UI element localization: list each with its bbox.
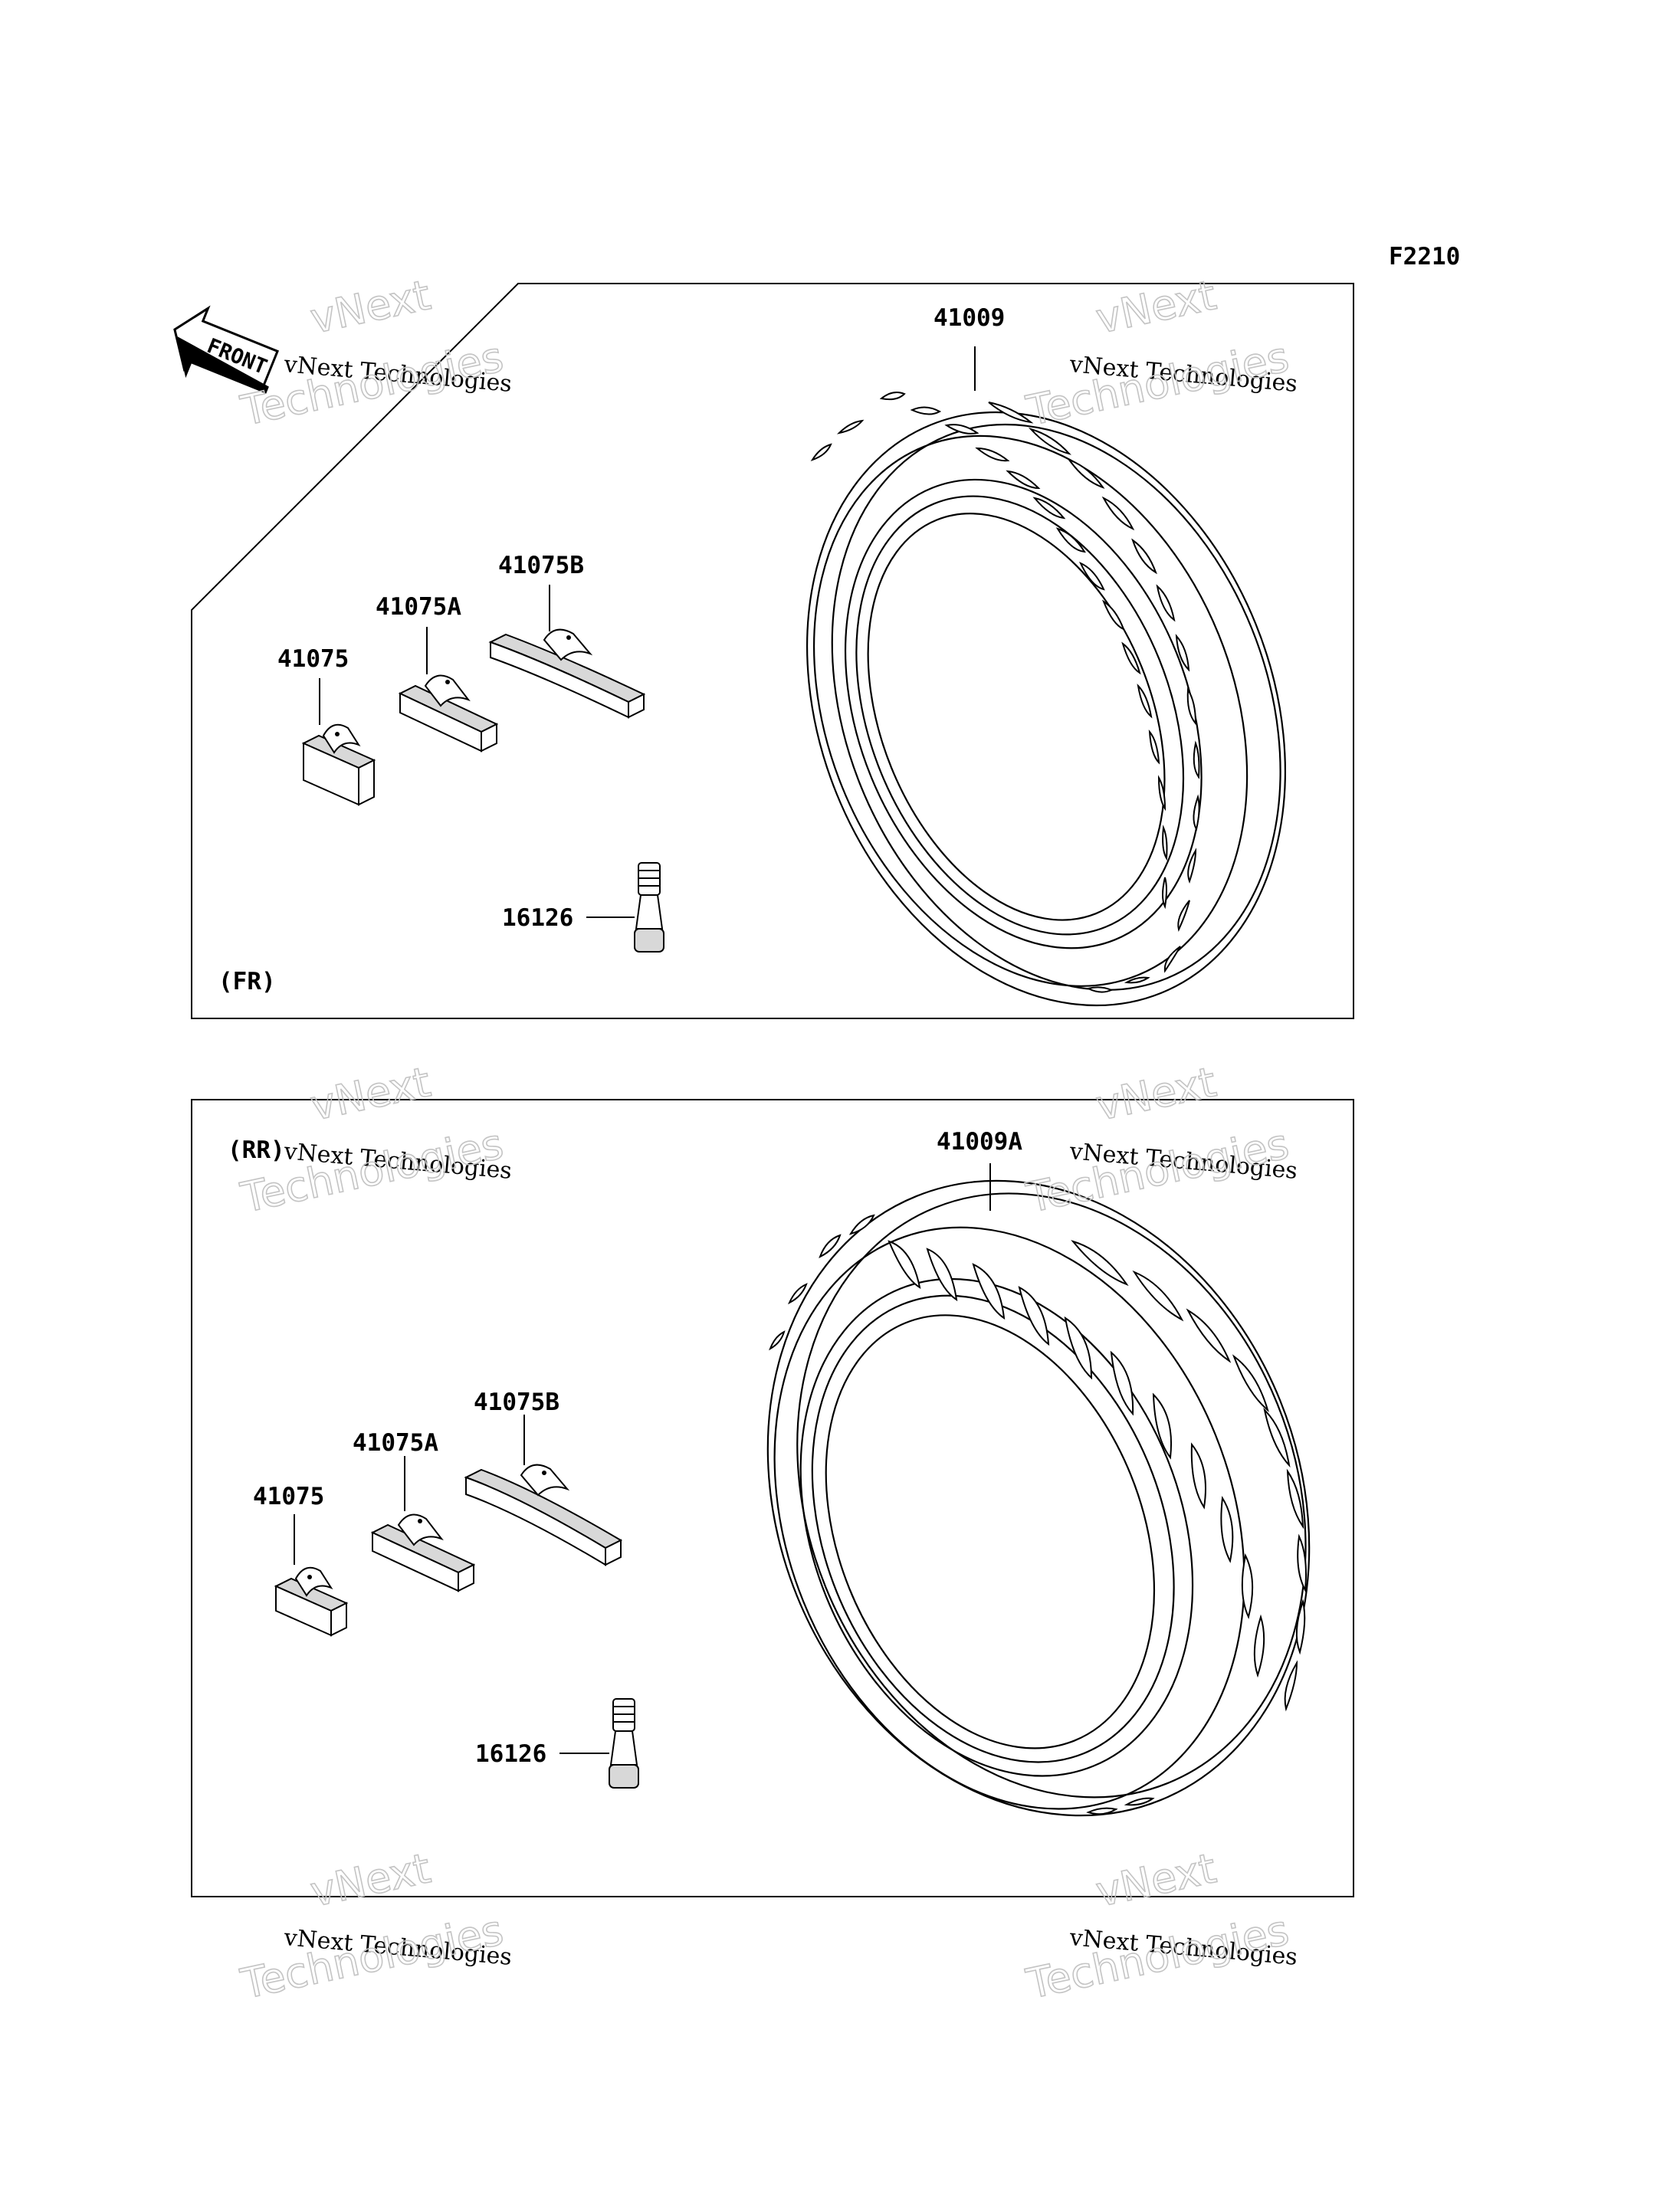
- rear-tire-label: 41009A: [937, 1128, 1022, 1156]
- rear-weight-41075a: [370, 1513, 476, 1592]
- rear-weight-mid-label: 41075A: [353, 1429, 438, 1457]
- front-tire-41009: [806, 392, 1286, 1007]
- watermark-block: vNext vNext Technologies Technologies: [1022, 1843, 1298, 2008]
- figure-code: F2210: [1389, 243, 1460, 271]
- front-weight-41075b: [488, 628, 646, 719]
- rear-weight-small-label: 41075: [253, 1483, 324, 1510]
- front-section-label: (FR): [218, 968, 276, 995]
- front-tire-label: 41009: [934, 304, 1005, 332]
- svg-text:Technologies: Technologies: [237, 1906, 507, 2008]
- front-panel: FRONT: [173, 283, 1354, 1019]
- rear-panel: (RR): [191, 1099, 1354, 1897]
- watermark-block: vNext vNext Technologies Technologies: [236, 1843, 513, 2008]
- front-arrow-icon: FRONT: [173, 305, 280, 394]
- svg-text:vNext: vNext: [307, 1058, 435, 1130]
- front-weight-mid-label: 41075A: [376, 593, 461, 621]
- svg-text:vNext: vNext: [1092, 1058, 1220, 1130]
- svg-text:vNext: vNext: [1092, 271, 1220, 343]
- svg-text:Technologies: Technologies: [237, 333, 507, 435]
- watermark-block: vNext vNext Technologies Technologies: [1022, 1057, 1298, 1222]
- front-valve-label: 16126: [502, 904, 573, 932]
- front-weight-small-label: 41075: [277, 645, 349, 673]
- front-weight-41075a: [398, 674, 499, 753]
- rear-valve-16126: [609, 1698, 639, 1789]
- rear-weight-large-label: 41075B: [474, 1389, 559, 1416]
- svg-text:Technologies: Technologies: [1022, 1120, 1293, 1222]
- svg-text:Technologies: Technologies: [237, 1120, 507, 1222]
- rear-tire-41009a: [766, 1179, 1311, 1817]
- svg-text:vNext: vNext: [307, 1844, 435, 1916]
- front-weight-large-label: 41075B: [498, 552, 584, 579]
- front-valve-16126: [634, 862, 664, 953]
- svg-text:vNext: vNext: [1092, 1844, 1220, 1916]
- rear-section-label: (RR): [228, 1136, 285, 1164]
- rear-weight-41075b: [464, 1464, 623, 1566]
- watermarks: vNext vNext Technologies Technologies vN…: [236, 270, 1298, 2008]
- front-panel-border: [191, 283, 1354, 1019]
- rear-weight-41075: [274, 1566, 349, 1637]
- watermark-block: vNext vNext Technologies Technologies: [1022, 270, 1298, 435]
- svg-text:Technologies: Technologies: [1022, 1906, 1293, 2008]
- svg-text:Technologies: Technologies: [1022, 333, 1293, 435]
- svg-text:vNext: vNext: [307, 271, 435, 343]
- rear-panel-border: [191, 1099, 1354, 1897]
- rear-valve-label: 16126: [475, 1740, 546, 1768]
- front-weight-41075: [301, 723, 376, 806]
